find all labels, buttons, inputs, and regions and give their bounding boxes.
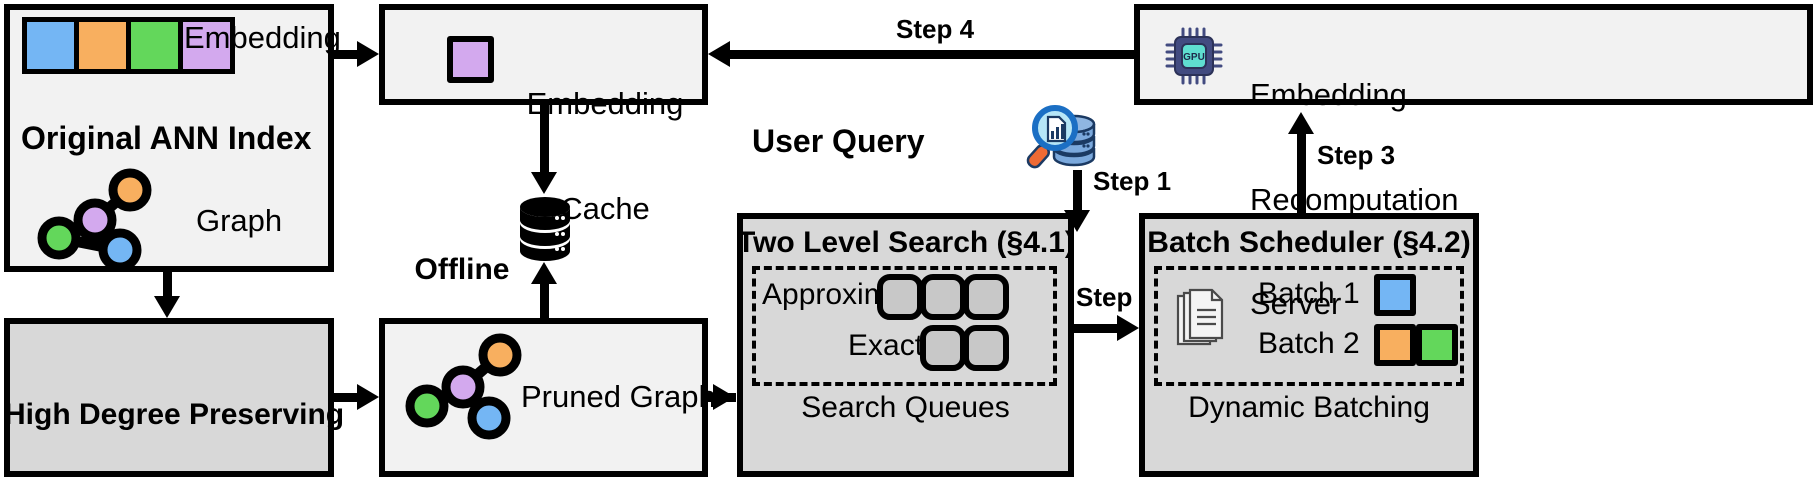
recomputation-server-label: Embedding Recomputation Server: [1250, 9, 1459, 391]
embedding-cache-box: [379, 4, 708, 105]
arrow-step3-head: [1288, 112, 1314, 134]
batch-1-label: Batch 1: [1258, 277, 1360, 310]
original-index-graph-icon: [37, 168, 152, 272]
user-query-label: User Query: [752, 123, 925, 159]
graph-pruning-label: High Degree Preserving Graph Pruning (§5…: [4, 331, 345, 481]
graph-pruning-line1: High Degree Preserving: [4, 398, 345, 432]
arrow-index-to-pruning-line: [163, 272, 172, 302]
arrow-cache-to-storage-head: [531, 172, 557, 194]
search-queues-footer: Search Queues: [801, 391, 1010, 424]
embedding-label: Embedding: [184, 20, 341, 55]
embedding-cell-orange: [79, 22, 126, 69]
embedding-cell-purple: [183, 22, 230, 69]
arrow-step1-line: [1073, 170, 1082, 222]
queue-cell: [920, 325, 966, 371]
graph-label: Graph: [196, 203, 283, 238]
batch-2-label: Batch 2: [1258, 327, 1360, 360]
step3-label: Step 3: [1317, 140, 1396, 170]
embedding-cache-line1: Embedding: [526, 86, 684, 122]
queue-cell: [963, 325, 1009, 371]
recomputation-server-line2: Recomputation: [1250, 181, 1459, 217]
embedding-cache-label: Embedding Cache: [512, 18, 698, 296]
embedding-cache-line2: Cache: [560, 190, 650, 226]
documents-stack-icon: [1176, 288, 1224, 346]
batch-1-chip-blue: [1374, 274, 1416, 316]
embedding-strip: [22, 17, 235, 74]
database-cylinder-icon: [520, 197, 570, 261]
arrow-step3-line: [1297, 130, 1306, 214]
search-queues-panel: [752, 266, 1057, 386]
batch-scheduler-title: Batch Scheduler (§4.2): [1147, 226, 1471, 259]
batch-2-chip-green: [1416, 324, 1458, 366]
arrow-cache-to-storage-line: [540, 105, 549, 177]
pruned-graph-label: Pruned Graph: [521, 379, 716, 414]
offline-storage-line1: Offline: [414, 253, 510, 287]
queue-cells-exact: [920, 325, 1009, 371]
arrow-prunedgraph-to-storage-line: [540, 278, 549, 322]
embedding-cell-blue: [27, 22, 74, 69]
arrow-index-to-pruning-head: [154, 296, 180, 318]
search-database-icon: [1026, 105, 1096, 169]
original-ann-index-title: Original ANN Index: [21, 120, 312, 156]
dynamic-batching-panel: [1154, 266, 1464, 386]
arrow-step2-head: [1117, 315, 1139, 341]
recomputation-server-line1: Embedding: [1250, 77, 1407, 113]
arrow-pruning-to-prunedgraph-head: [357, 384, 379, 410]
arrow-index-to-cache-line: [334, 50, 362, 59]
arrow-prunedgraph-to-search-head: [713, 384, 735, 410]
queue-row-label-exact: Exact: [848, 329, 924, 362]
embedding-recomputation-server-box: [1134, 4, 1813, 105]
embedding-cache-chip: [447, 36, 494, 83]
arrow-index-to-cache-head: [357, 41, 379, 67]
queue-cell: [920, 274, 966, 320]
graph-pruning-box: [4, 318, 334, 477]
queue-cells-approximate: [877, 274, 1009, 320]
queue-cell: [963, 274, 1009, 320]
recomputation-server-line3: Server: [1250, 285, 1342, 321]
gpu-chip-icon-text: GPU: [1183, 52, 1205, 63]
pruned-graph-icon: [405, 333, 522, 440]
arrow-step2-line: [1074, 324, 1129, 333]
arrow-pruning-to-prunedgraph-line: [334, 393, 362, 402]
batch-2-chip-orange: [1374, 324, 1416, 366]
arrow-prunedgraph-to-storage-head: [531, 262, 557, 284]
step4-label: Step 4: [896, 14, 975, 44]
arrow-step4-head: [708, 41, 730, 67]
embedding-cell-green: [131, 22, 178, 69]
two-level-search-box: [737, 213, 1074, 477]
two-level-search-title: Two Level Search (§4.1): [737, 226, 1075, 259]
queue-cell: [877, 274, 923, 320]
step1-label: Step 1: [1093, 166, 1172, 196]
gpu-chip-icon: GPU: [1165, 27, 1223, 85]
arrow-step4-line: [730, 50, 1136, 59]
dynamic-batching-footer: Dynamic Batching: [1188, 391, 1430, 424]
